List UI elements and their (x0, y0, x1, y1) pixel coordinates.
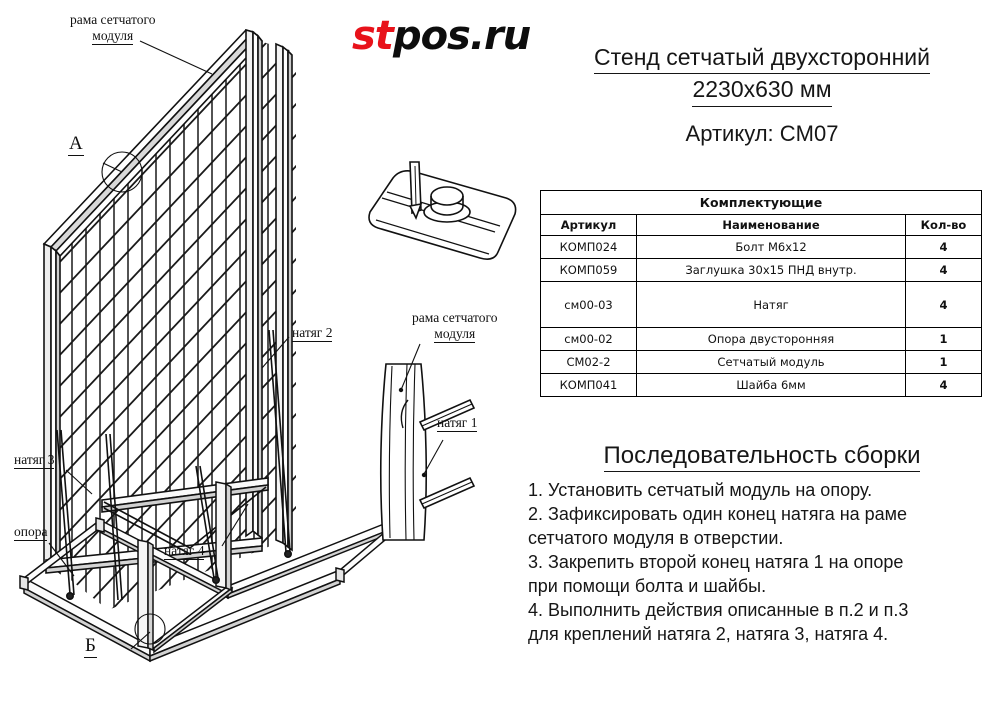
product-title-line1: Стенд сетчатый двухсторонний (524, 42, 1000, 75)
column-header-name: Наименование (636, 214, 906, 236)
cell-article: см00-03 (540, 281, 637, 328)
label-tension-3: натяг 3 (14, 452, 55, 469)
cell-qty: 4 (905, 281, 982, 328)
cell-article: КОМП041 (540, 373, 637, 397)
detail-a-view (368, 161, 517, 260)
drawing-svg (19, 28, 517, 663)
technical-drawing: рама сетчатого модуля А Б натяг 2 натяг … (14, 12, 517, 663)
cell-article: см00-02 (540, 327, 637, 351)
stpos-logo: stpos.ru (352, 13, 531, 59)
table-row: КОМП041 Шайба 6мм 4 (540, 373, 982, 397)
table-caption-row: Комплектующие (540, 190, 982, 215)
cell-qty: 1 (905, 350, 982, 374)
cell-article: КОМП024 (540, 235, 637, 259)
assembly-steps: 1. Установить сетчатый модуль на опору. … (528, 479, 996, 647)
tension-rod-2 (268, 329, 292, 558)
assembly-sequence: Последовательность сборки 1. Установить … (528, 442, 996, 647)
label-mesh-frame: рама сетчатого модуля (70, 12, 156, 45)
cell-qty: 4 (905, 373, 982, 397)
cell-name: Заглушка 30х15 ПНД внутр. (636, 258, 906, 282)
label-detail-b-frame: рама сетчатого модуля (412, 310, 498, 343)
product-article: Артикул: CM07 (685, 120, 839, 146)
tension-rod-3 (56, 429, 75, 600)
table-caption: Комплектующие (540, 190, 982, 215)
cell-name: Сетчатый модуль (636, 350, 906, 374)
detail-a-marker: А (68, 133, 84, 156)
logo-text-dark: pos.ru (392, 13, 531, 59)
title-block: Стенд сетчатый двухсторонний 2230х630 мм… (524, 42, 1000, 147)
cell-name: Опора двусторонняя (636, 327, 906, 351)
assembly-step: 1. Установить сетчатый модуль на опору. (528, 480, 873, 501)
cell-qty: 4 (905, 258, 982, 282)
assembly-step: при помощи болта и шайбы. (528, 576, 767, 597)
support-vertical-posts (137, 481, 232, 652)
assembly-step: 2. Зафиксировать один конец натяга на ра… (528, 504, 908, 525)
tension-rod-1 (105, 433, 123, 601)
assembly-step: 3. Закрепить второй конец натяга 1 на оп… (528, 552, 904, 573)
assembly-step: 4. Выполнить действия описанные в п.2 и … (528, 600, 909, 621)
tension-rod-4 (195, 465, 221, 584)
table-row: CM02-2 Сетчатый модуль 1 (540, 350, 982, 374)
cell-name: Шайба 6мм (636, 373, 906, 397)
assembly-title: Последовательность сборки (528, 442, 996, 473)
detail-b-marker: Б (84, 635, 97, 658)
mesh-module-frame (42, 28, 293, 575)
assembly-step: сетчатого модуля в отверстии. (528, 528, 784, 549)
leader-lines (48, 40, 290, 650)
cell-qty: 4 (905, 235, 982, 259)
table-row: КОМП024 Болт М6х12 4 (540, 235, 982, 259)
logo-text-red: st (352, 13, 394, 59)
label-tension-2: натяг 2 (292, 325, 333, 342)
components-table: Комплектующие Артикул Наименование Кол-в… (540, 190, 982, 397)
table-row: КОМП059 Заглушка 30х15 ПНД внутр. 4 (540, 258, 982, 282)
label-tension-1: натяг 1 (437, 415, 478, 432)
cell-article: КОМП059 (540, 258, 637, 282)
cell-qty: 1 (905, 327, 982, 351)
assembly-step: для креплений натяга 2, натяга 3, натяга… (528, 624, 889, 645)
product-title-line2: 2230х630 мм (524, 74, 1000, 107)
label-tension-4: натяг 4 (164, 543, 205, 560)
cell-name: Натяг (636, 281, 906, 328)
label-support: опора (14, 524, 48, 541)
column-header-qty: Кол-во (905, 214, 982, 236)
detail-b-callout-circle (134, 613, 166, 645)
detail-b-view (379, 343, 476, 541)
column-header-article: Артикул (540, 214, 637, 236)
cell-name: Болт М6х12 (636, 235, 906, 259)
cell-article: CM02-2 (540, 350, 637, 374)
detail-a-callout-circle (101, 151, 143, 193)
table-header-row: Артикул Наименование Кол-во (540, 214, 982, 236)
tension-rods (56, 329, 292, 601)
table-row: см00-02 Опора двусторонняя 1 (540, 327, 982, 351)
support-base (19, 513, 409, 663)
table-row: см00-03 Натяг 4 (540, 281, 982, 328)
